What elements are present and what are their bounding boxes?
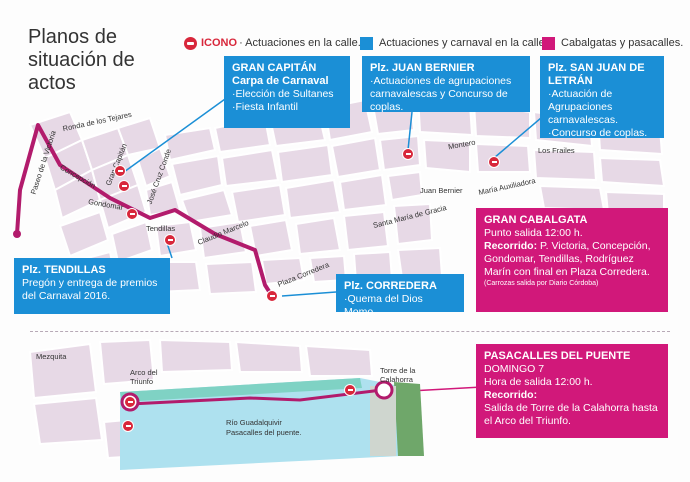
box-line: del Carnaval 2016. xyxy=(22,290,111,302)
performance-icon xyxy=(126,208,138,220)
box-line: carnavalescas y Concurso de coplas. xyxy=(370,88,508,113)
performance-icon xyxy=(122,420,134,432)
recorrido-text: P. Victoria, Concepción, Gondomar, Tendi… xyxy=(484,240,651,278)
box-title: GRAN CAPITÁN xyxy=(232,62,317,74)
box-line: ·Fiesta Infantil xyxy=(232,101,298,113)
box-title: Plz. CORREDERA xyxy=(344,280,437,292)
legend-icon-word: ICONO xyxy=(201,37,238,49)
place-label: Torre de la Calahorra xyxy=(380,366,416,384)
performance-icon xyxy=(488,156,500,168)
box-corredera: Plz. CORREDERA ·Quema del Dios Momo. xyxy=(336,274,464,318)
box-title: Plz. JUAN BERNIER xyxy=(370,62,475,74)
box-line: ·Actuaciones de agrupaciones xyxy=(370,75,512,87)
performance-icon xyxy=(184,36,197,50)
recorrido-text: Salida de Torre de la Calahorra hasta el… xyxy=(484,402,658,427)
recorrido-label: Recorrido: xyxy=(484,389,538,401)
recorrido-label: Recorrido: xyxy=(484,240,538,252)
box-line: ·Elección de Sultanes xyxy=(232,88,334,100)
box-title: PASACALLES DEL PUENTE xyxy=(484,350,631,362)
legend-icon-item: ICONO · Actuaciones en la calle. xyxy=(184,36,361,50)
box-line: ·Quema del Dios Momo. xyxy=(344,293,423,318)
page-title: Planos de situación de actos xyxy=(28,26,135,94)
box-tendillas: Plz. TENDILLAS Pregón y entrega de premi… xyxy=(14,258,170,314)
street-label: Los Frailes xyxy=(538,146,575,155)
box-note: (Carrozas salida por Diario Córdoba) xyxy=(484,280,599,287)
box-title: Plz. TENDILLAS xyxy=(22,264,106,276)
box-line: Punto salida 12:00 h. xyxy=(484,227,583,239)
box-recorrido: Recorrido: P. Victoria, Concepción, Gond… xyxy=(484,240,660,279)
box-juan-bernier: Plz. JUAN BERNIER ·Actuaciones de agrupa… xyxy=(362,56,530,113)
legend-icon-text: · Actuaciones en la calle. xyxy=(239,37,361,49)
performance-icon xyxy=(344,384,356,396)
blue-swatch xyxy=(360,36,373,50)
place-label: Arco del Triunfo xyxy=(130,368,158,386)
box-gran-cabalgata: GRAN CABALGATA Punto salida 12:00 h. Rec… xyxy=(476,208,668,312)
street-label: Juan Bernier xyxy=(420,186,463,195)
river-label: Río Guadalquivir xyxy=(226,418,282,427)
performance-icon xyxy=(266,290,278,302)
legend-magenta-item: Cabalgatas y pasacalles. xyxy=(542,36,683,50)
section-divider xyxy=(30,331,670,332)
box-gran-capitan: GRAN CAPITÁN Carpa de Carnaval ·Elección… xyxy=(224,56,350,128)
box-line: Hora de salida 12:00 h. xyxy=(484,376,593,388)
performance-icon xyxy=(402,148,414,160)
box-title: GRAN CABALGATA xyxy=(484,214,588,226)
pasacalles-route xyxy=(129,388,383,406)
box-title: Plz. SAN JUAN DE LETRÁN xyxy=(548,62,645,87)
box-line: carnavalescas. xyxy=(548,114,619,126)
performance-icon xyxy=(124,396,136,408)
box-line: ·Concurso de coplas. xyxy=(548,127,648,139)
box-line: Pregón y entrega de premios xyxy=(22,277,158,289)
legend-magenta-text: Cabalgatas y pasacalles. xyxy=(561,37,684,49)
box-line: DOMINGO 7 xyxy=(484,363,545,375)
legend-blue-text: Actuaciones y carnaval en la calle. xyxy=(379,37,548,49)
lower-map xyxy=(28,338,374,460)
box-san-juan-letran: Plz. SAN JUAN DE LETRÁN ·Actuación de Ag… xyxy=(540,56,664,139)
performance-icon xyxy=(114,165,126,177)
performance-icon xyxy=(118,180,130,192)
route-label: Pasacalles del puente. xyxy=(226,428,302,437)
box-subtitle: Carpa de Carnaval xyxy=(232,75,329,87)
box-pasacalles: PASACALLES DEL PUENTE DOMINGO 7 Hora de … xyxy=(476,344,668,438)
box-line: ·Actuación de Agrupaciones xyxy=(548,88,613,113)
performance-icon xyxy=(164,234,176,246)
cabalgata-route xyxy=(15,123,274,298)
place-label: Mezquita xyxy=(36,352,67,361)
street-label: Tendillas xyxy=(146,224,176,233)
legend-blue-item: Actuaciones y carnaval en la calle. xyxy=(360,36,548,50)
magenta-swatch xyxy=(542,36,555,50)
